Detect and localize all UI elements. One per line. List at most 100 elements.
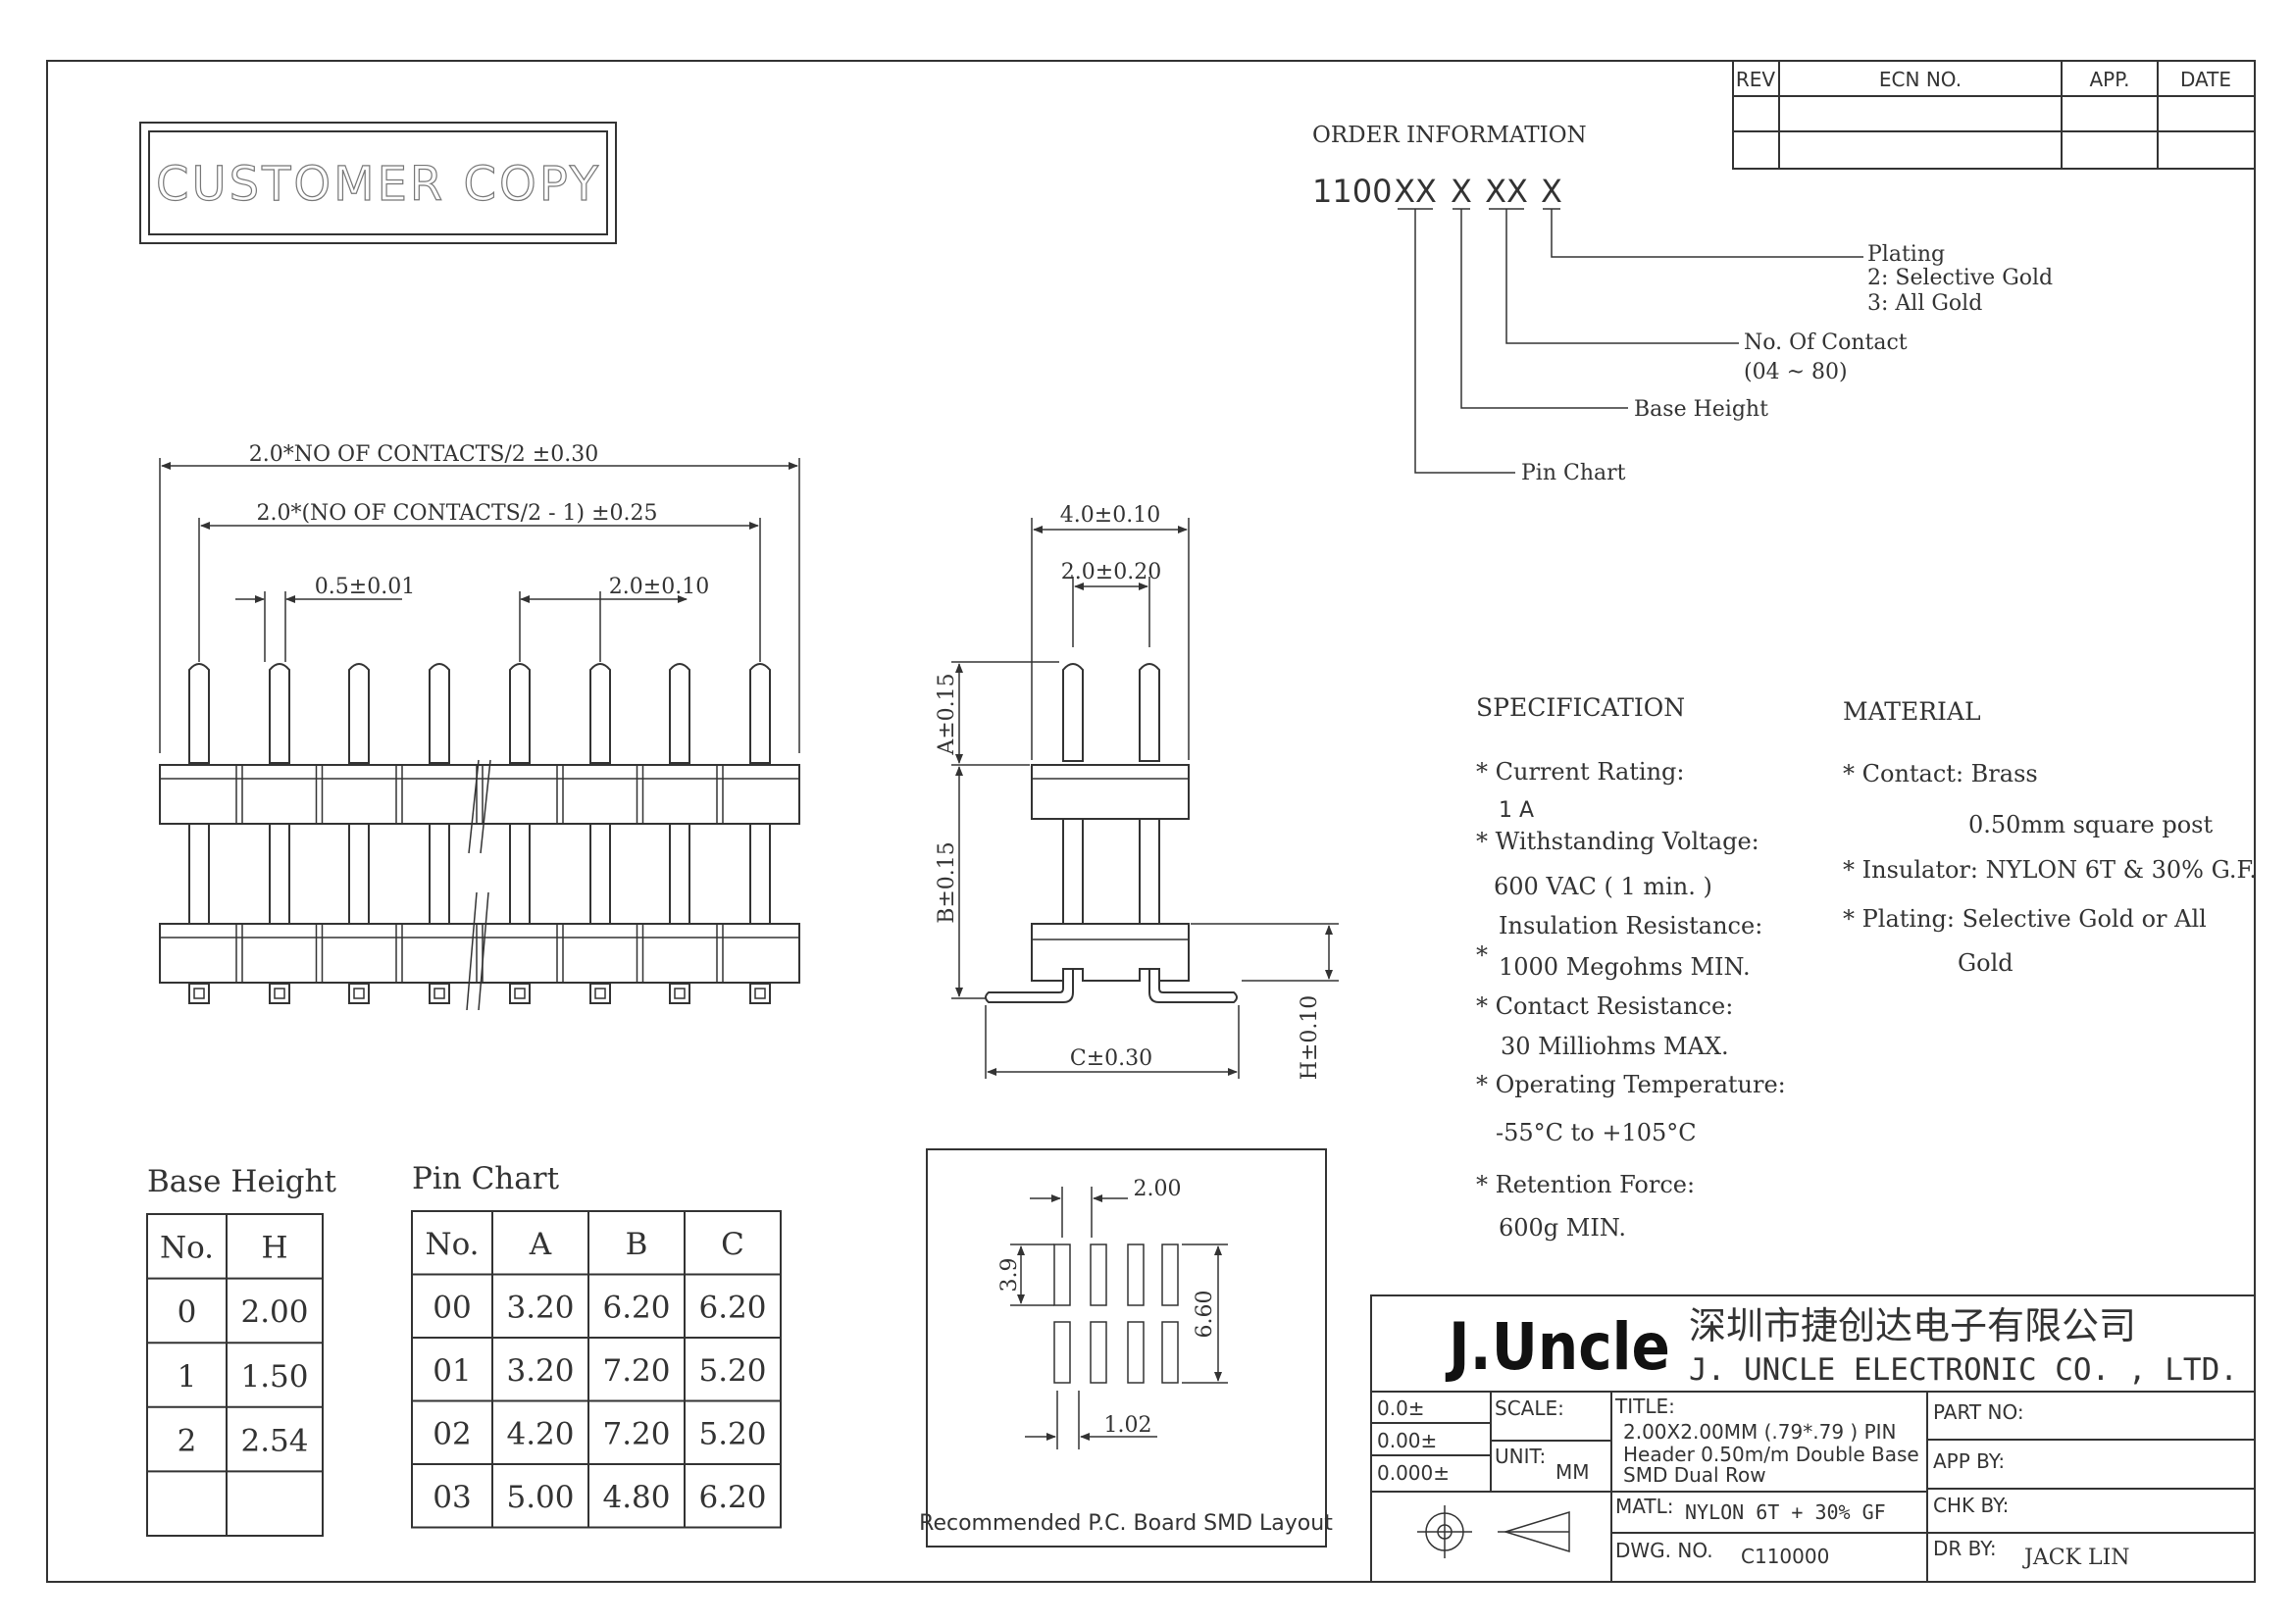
unit-label: UNIT: xyxy=(1495,1445,1546,1468)
dim-c: C±0.30 xyxy=(1070,1046,1152,1071)
table-header: No. xyxy=(425,1227,479,1262)
table-cell: 6.20 xyxy=(698,1290,766,1325)
smd-pad xyxy=(1127,1321,1145,1384)
table-cell: 00 xyxy=(433,1290,471,1325)
matl-value: NYLON 6T + 30% GF xyxy=(1685,1500,1886,1524)
material-plating: * Plating: Selective Gold or All xyxy=(1843,905,2207,933)
dim-total-length: 2.0*NO OF CONTACTS/2 ±0.30 xyxy=(249,442,598,467)
pcb-dim-pad-length: 3.9 xyxy=(997,1258,1022,1293)
material-plating-cont: Gold xyxy=(1958,949,2014,977)
table-cell: 1.50 xyxy=(240,1359,308,1395)
order-code-plating: X xyxy=(1541,173,1562,210)
table-cell: 5.20 xyxy=(698,1353,766,1389)
tolerance-3: 0.000± xyxy=(1377,1461,1450,1485)
contacts-range: (04 ~ 80) xyxy=(1744,360,1848,384)
dim-a: A±0.15 xyxy=(935,673,959,755)
material-insulator: * Insulator: NYLON 6T & 30% G.F. xyxy=(1843,856,2257,884)
spec-contact-resistance-value: 30 Milliohms MAX. xyxy=(1501,1033,1729,1060)
table-cell: 5.20 xyxy=(698,1416,766,1451)
scale-label: SCALE: xyxy=(1495,1396,1564,1420)
pcb-dim-pitch: 2.00 xyxy=(1134,1177,1182,1201)
matl-label: MATL: xyxy=(1615,1495,1673,1518)
side-view: 4.0±0.10 2.0±0.20 A±0.15 B±0.15 C± xyxy=(935,503,1339,1080)
spec-title: SPECIFICATION xyxy=(1476,693,1685,722)
material-contact: * Contact: Brass xyxy=(1843,760,2038,787)
spec-temperature-label: * Operating Temperature: xyxy=(1476,1071,1786,1098)
pin-chart-label: Pin Chart xyxy=(1521,461,1626,485)
dwg-no-value: C110000 xyxy=(1741,1545,1829,1568)
table-header: A xyxy=(529,1227,552,1262)
tolerance-2: 0.00± xyxy=(1377,1429,1437,1452)
spec-contact-resistance-label: * Contact Resistance: xyxy=(1476,992,1733,1020)
pcb-caption: Recommended P.C. Board SMD Layout xyxy=(919,1511,1333,1536)
table-cell: 4.20 xyxy=(506,1416,574,1451)
smd-pad xyxy=(1127,1243,1145,1306)
company-name-cn: 深圳市捷创达电子有限公司 xyxy=(1689,1304,2136,1347)
ecn-header: ECN NO. xyxy=(1879,68,1962,91)
smd-pad xyxy=(1161,1321,1179,1384)
dr-by-label: DR BY: xyxy=(1933,1537,1997,1560)
plating-option-3: 3: All Gold xyxy=(1867,291,1982,316)
dim-pin-width: 0.5±0.01 xyxy=(315,575,415,599)
sheet-border xyxy=(46,60,2256,1583)
specification: SPECIFICATION * Current Rating: 1 A * Wi… xyxy=(1476,693,1786,1242)
table-cell: 02 xyxy=(433,1416,471,1451)
upper-base xyxy=(159,764,800,825)
table-cell: 0 xyxy=(178,1294,197,1330)
contact-pin xyxy=(188,663,210,764)
smd-pad xyxy=(1053,1243,1071,1306)
spec-temperature-value: -55°C to +105°C xyxy=(1496,1119,1697,1146)
dim-side-pitch: 2.0±0.20 xyxy=(1061,560,1161,584)
spec-retention-value: 600g MIN. xyxy=(1499,1214,1626,1242)
material-title: MATERIAL xyxy=(1843,697,1981,726)
spec-insulation-label: Insulation Resistance: xyxy=(1499,912,1762,939)
table-header: B xyxy=(626,1227,648,1262)
contact-pin xyxy=(429,663,450,764)
spec-current-rating-value: 1 A xyxy=(1499,798,1534,823)
dim-pitch: 2.0±0.10 xyxy=(609,575,709,599)
table-header: H xyxy=(261,1231,287,1266)
table-cell: 3.20 xyxy=(506,1290,574,1325)
contact-pin xyxy=(509,663,531,764)
lower-base xyxy=(159,923,800,984)
title-line-3: SMD Dual Row xyxy=(1623,1463,1766,1487)
dim-side-width: 4.0±0.10 xyxy=(1060,503,1160,528)
order-code-base-height: X xyxy=(1451,173,1472,210)
order-information: ORDER INFORMATION 1100 XX X XX X Plating… xyxy=(1312,123,2053,485)
table-cell: 2.54 xyxy=(240,1423,308,1458)
table-cell: 2 xyxy=(178,1423,197,1458)
title-block: J.Uncle 深圳市捷创达电子有限公司 J. UNCLE ELECTRONIC… xyxy=(1370,1294,2256,1583)
plating-option-2: 2: Selective Gold xyxy=(1867,266,2053,290)
unit-value: MM xyxy=(1555,1460,1590,1484)
front-view: 2.0*NO OF CONTACTS/2 ±0.30 2.0*(NO OF CO… xyxy=(159,442,800,1011)
table-cell: 3.20 xyxy=(506,1353,574,1389)
table-cell: 01 xyxy=(433,1353,471,1389)
rev-header: REV xyxy=(1736,68,1776,91)
company-logo: J.Uncle xyxy=(1445,1308,1670,1385)
contact-pin xyxy=(269,663,290,764)
spec-insulation-value: 1000 Megohms MIN. xyxy=(1499,953,1751,981)
dwg-no-label: DWG. NO. xyxy=(1615,1539,1713,1562)
contact-pin xyxy=(669,663,690,764)
table-cell: 6.20 xyxy=(602,1290,670,1325)
material-contact-detail: 0.50mm square post xyxy=(1968,811,2213,838)
stamp-text: CUSTOMER COPY xyxy=(156,157,601,212)
order-base-code: 1100 xyxy=(1312,173,1392,210)
table-cell: 7.20 xyxy=(602,1416,670,1451)
pcb-layout: 2.00 3.9 6.60 1.02 Recommended P.C. Boar… xyxy=(919,1148,1333,1548)
revision-block: REV ECN NO. APP. DATE xyxy=(1732,60,2256,170)
projection-symbol xyxy=(1417,1505,1570,1558)
spec-insulation-bullet: * xyxy=(1476,941,1488,969)
table-header: C xyxy=(721,1227,744,1262)
table-cell: 4.80 xyxy=(602,1480,670,1515)
plating-label: Plating xyxy=(1867,242,1945,267)
smd-pad xyxy=(1090,1243,1107,1306)
spec-voltage-label: * Withstanding Voltage: xyxy=(1476,828,1759,855)
contact-pin xyxy=(589,663,611,764)
app-by-label: APP BY: xyxy=(1933,1449,2005,1473)
table-cell: 1 xyxy=(178,1359,197,1395)
pin-chart-title: Pin Chart xyxy=(412,1161,560,1196)
order-info-title: ORDER INFORMATION xyxy=(1312,123,1587,148)
part-no-label: PART NO: xyxy=(1933,1400,2024,1424)
